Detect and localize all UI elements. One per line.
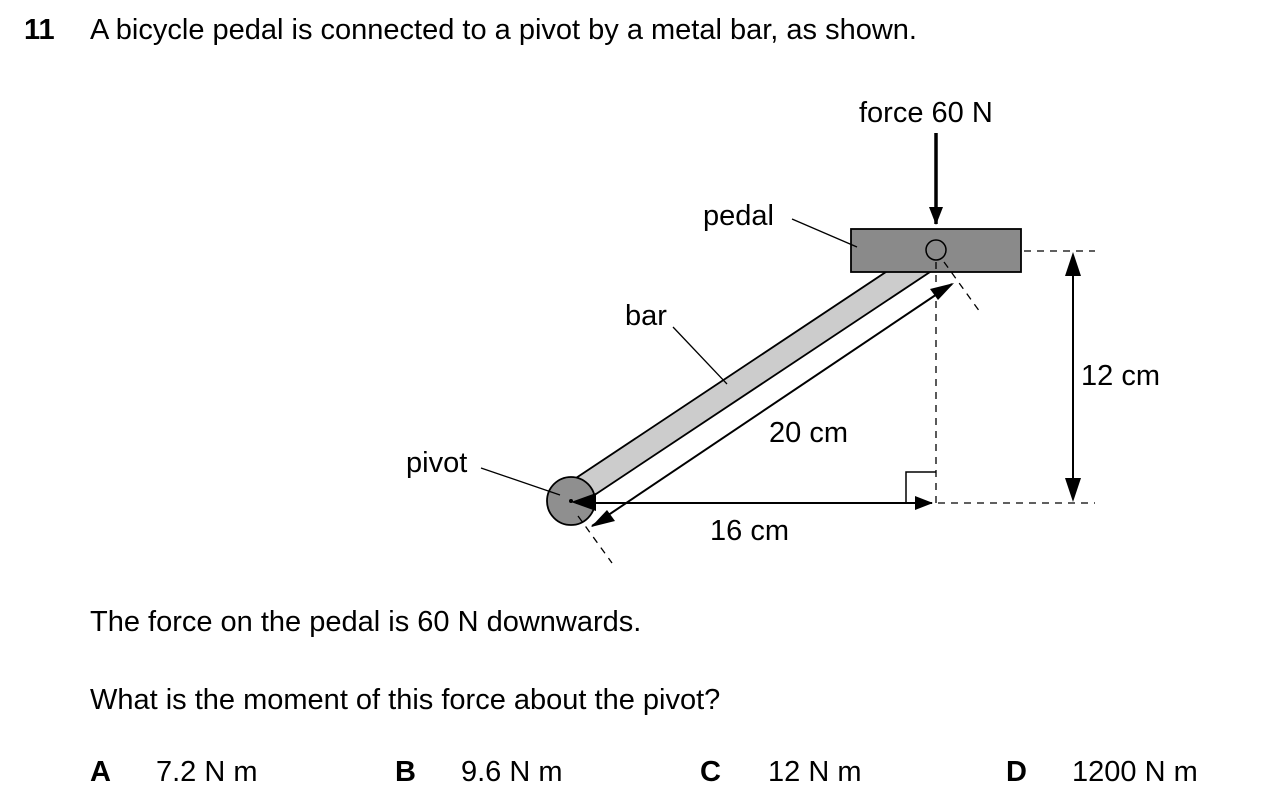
question-stem: A bicycle pedal is connected to a pivot … xyxy=(90,14,917,46)
option-value: 9.6 N m xyxy=(461,756,563,788)
pedal-diagram: force 60 N pedal bar pivot 20 cm 16 cm 1… xyxy=(406,97,1160,564)
option-letter: D xyxy=(1006,756,1027,788)
pedal-label: pedal xyxy=(703,200,774,232)
bar-length-arrow xyxy=(591,283,953,527)
option-letter: C xyxy=(700,756,721,788)
pivot-label: pivot xyxy=(406,447,467,479)
option-value: 7.2 N m xyxy=(156,756,258,788)
vertical-arrow-head-top xyxy=(1065,252,1081,276)
horizontal-distance-label: 16 cm xyxy=(710,515,789,547)
option-b[interactable]: B 9.6 N m xyxy=(395,756,563,789)
bar-label: bar xyxy=(625,300,667,332)
pedal-perpendicular-tick xyxy=(943,261,981,313)
bar-length-label: 20 cm xyxy=(769,417,848,449)
bar xyxy=(562,242,944,508)
pedal-leader-line xyxy=(791,218,858,248)
option-letter: B xyxy=(395,756,416,788)
horizontal-arrow-start-head xyxy=(571,493,596,511)
vertical-arrow-head-bottom xyxy=(1065,478,1081,502)
question-prompt: What is the moment of this force about t… xyxy=(90,684,721,716)
pedal-axle xyxy=(925,239,947,261)
option-letter: A xyxy=(90,756,111,788)
vertical-distance-label: 12 cm xyxy=(1081,360,1160,392)
right-angle-marker xyxy=(905,471,936,503)
pivot-perpendicular-tick xyxy=(577,515,613,564)
option-d[interactable]: D 1200 N m xyxy=(1006,756,1198,789)
pivot-leader-line xyxy=(480,467,561,496)
question-statement: The force on the pedal is 60 N downwards… xyxy=(90,606,642,638)
option-c[interactable]: C 12 N m xyxy=(700,756,861,789)
bar-length-arrow-head-end xyxy=(930,283,954,300)
bar-length-arrow-head-start xyxy=(591,510,615,527)
force-label: force 60 N xyxy=(859,97,993,129)
option-value: 1200 N m xyxy=(1072,756,1198,788)
question-number: 11 xyxy=(24,14,55,46)
option-value: 12 N m xyxy=(768,756,862,788)
option-a[interactable]: A 7.2 N m xyxy=(90,756,258,789)
bar-leader-line xyxy=(672,326,728,385)
